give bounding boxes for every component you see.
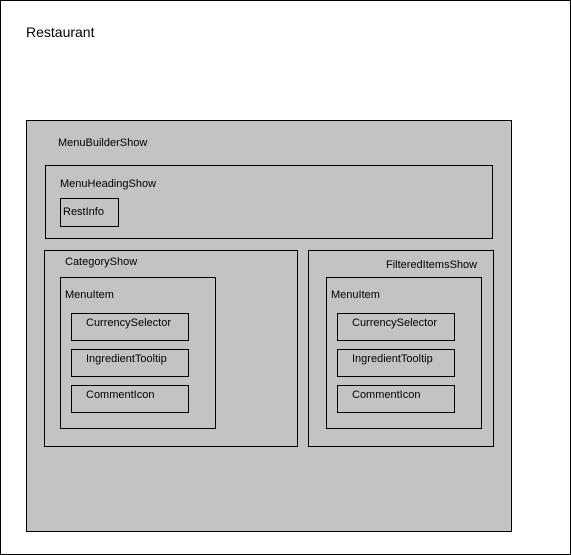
menu-builder-show-label: MenuBuilderShow xyxy=(58,137,148,149)
ingredient-tooltip-label: IngredientTooltip xyxy=(86,353,167,365)
restaurant-label: Restaurant xyxy=(26,24,95,40)
ingredient-tooltip-box: IngredientTooltip xyxy=(71,349,189,377)
menu-item-label: MenuItem xyxy=(331,289,380,301)
category-show-label: CategoryShow xyxy=(65,256,138,268)
menu-heading-show-container: MenuHeadingShow RestInfo xyxy=(45,165,493,239)
comment-icon-label: CommentIcon xyxy=(352,389,421,401)
menu-item-container: MenuItem CurrencySelector IngredientTool… xyxy=(60,277,216,429)
ingredient-tooltip-box: IngredientTooltip xyxy=(337,349,455,377)
currency-selector-box: CurrencySelector xyxy=(337,313,455,341)
currency-selector-box: CurrencySelector xyxy=(71,313,189,341)
comment-icon-label: CommentIcon xyxy=(86,389,155,401)
rest-info-box: RestInfo xyxy=(60,198,119,227)
menu-item-container: MenuItem CurrencySelector IngredientTool… xyxy=(326,277,482,429)
currency-selector-label: CurrencySelector xyxy=(352,317,437,329)
comment-icon-box: CommentIcon xyxy=(337,385,455,413)
rest-info-label: RestInfo xyxy=(63,206,104,218)
menu-item-label: MenuItem xyxy=(65,289,114,301)
category-show-container: CategoryShow MenuItem CurrencySelector I… xyxy=(44,250,298,447)
currency-selector-label: CurrencySelector xyxy=(86,317,171,329)
menu-builder-show-container: MenuBuilderShow MenuHeadingShow RestInfo… xyxy=(26,120,512,532)
comment-icon-box: CommentIcon xyxy=(71,385,189,413)
filtered-items-show-container: FilteredItemsShow MenuItem CurrencySelec… xyxy=(308,250,494,447)
menu-heading-show-label: MenuHeadingShow xyxy=(60,178,157,190)
filtered-items-show-label: FilteredItemsShow xyxy=(386,259,478,271)
ingredient-tooltip-label: IngredientTooltip xyxy=(352,353,433,365)
